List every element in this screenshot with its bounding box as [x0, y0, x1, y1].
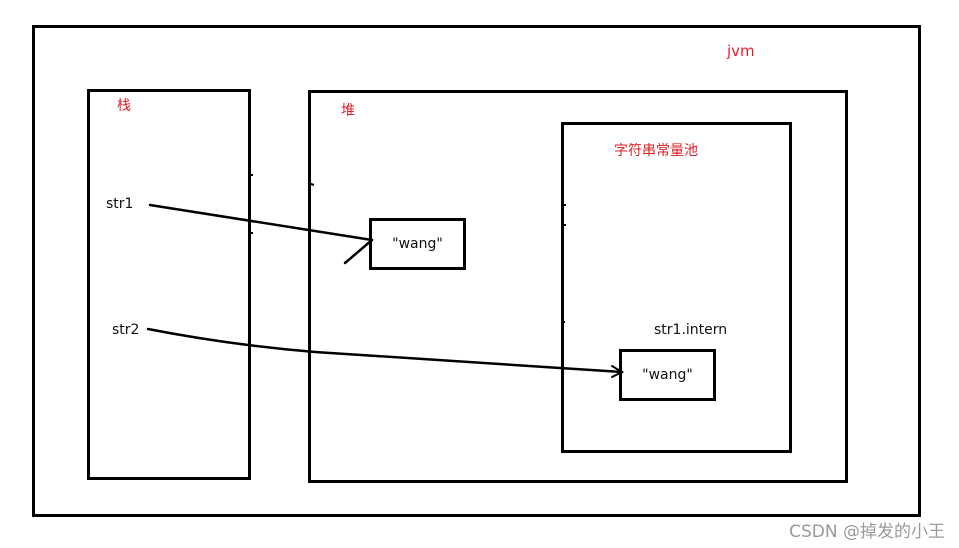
- string-pool-container: [561, 122, 792, 453]
- jvm-container: [32, 25, 921, 517]
- watermark: CSDN @掉发的小王: [789, 522, 945, 542]
- intern-label: str1.intern: [654, 322, 728, 338]
- stack-container: [87, 89, 251, 480]
- str2-arrow-head: [611, 365, 625, 378]
- pool-string-value: "wang": [642, 367, 693, 383]
- str1-arrow-head: [343, 238, 374, 265]
- pool-string-box: "wang": [619, 349, 716, 401]
- stack-label: 栈: [117, 98, 131, 114]
- str1-reference-arrow: [148, 203, 374, 242]
- heap-string-box: "wang": [369, 218, 466, 270]
- heap-label: 堆: [341, 103, 355, 119]
- str2-label: str2: [112, 322, 140, 338]
- jvm-label: jvm: [727, 42, 755, 60]
- str2-reference-arrow: [146, 327, 624, 374]
- string-pool-label: 字符串常量池: [614, 143, 698, 159]
- heap-container: [308, 90, 848, 483]
- heap-string-value: "wang": [392, 236, 443, 252]
- stray-mark: [307, 182, 315, 186]
- str1-label: str1: [106, 196, 134, 212]
